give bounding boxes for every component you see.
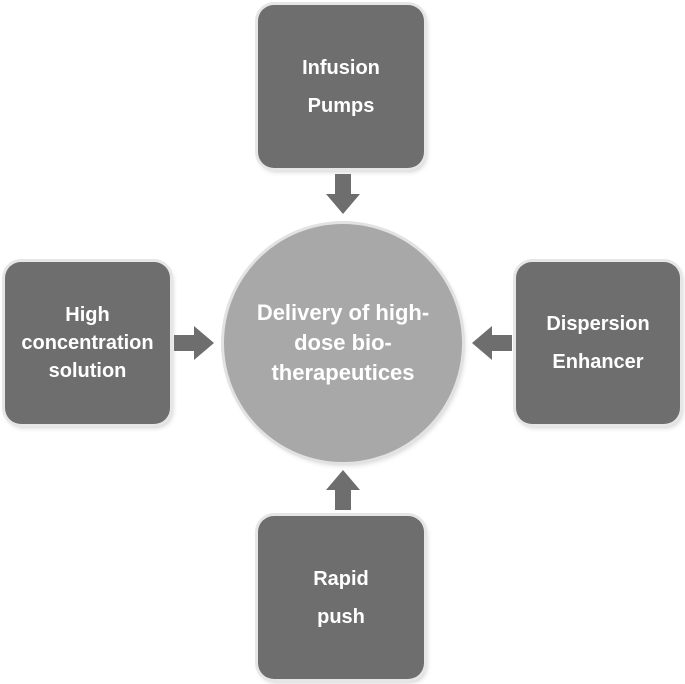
arrow-down-icon bbox=[326, 174, 360, 214]
node-label-line: Infusion bbox=[302, 56, 380, 79]
node-label-line: High bbox=[65, 304, 110, 326]
arrow-up-icon bbox=[326, 470, 360, 510]
node-label-line: Enhancer bbox=[552, 351, 644, 373]
node-infusion-pumps: Infusion Pumps bbox=[258, 5, 424, 168]
node-dispersion-enhancer: Dispersion Enhancer bbox=[516, 262, 680, 424]
node-label-line: push bbox=[317, 605, 365, 628]
node-label-line: concentration bbox=[21, 332, 154, 354]
center-label-line: dose bio- bbox=[294, 330, 392, 355]
node-label-line: Dispersion bbox=[546, 313, 650, 335]
center-circle-delivery: Delivery of high- dose bio- therapeutice… bbox=[224, 224, 462, 462]
arrow-left-icon bbox=[472, 326, 512, 360]
node-label-line: solution bbox=[48, 360, 127, 382]
node-high-concentration-solution: High concentration solution bbox=[5, 262, 170, 424]
node-label-line: Pumps bbox=[307, 94, 375, 117]
arrow-right-icon bbox=[174, 326, 214, 360]
node-label-line: Rapid bbox=[313, 567, 369, 590]
center-label-line: Delivery of high- bbox=[256, 300, 430, 325]
node-rapid-push: Rapid push bbox=[258, 516, 424, 679]
center-label-line: therapeutices bbox=[271, 360, 415, 385]
